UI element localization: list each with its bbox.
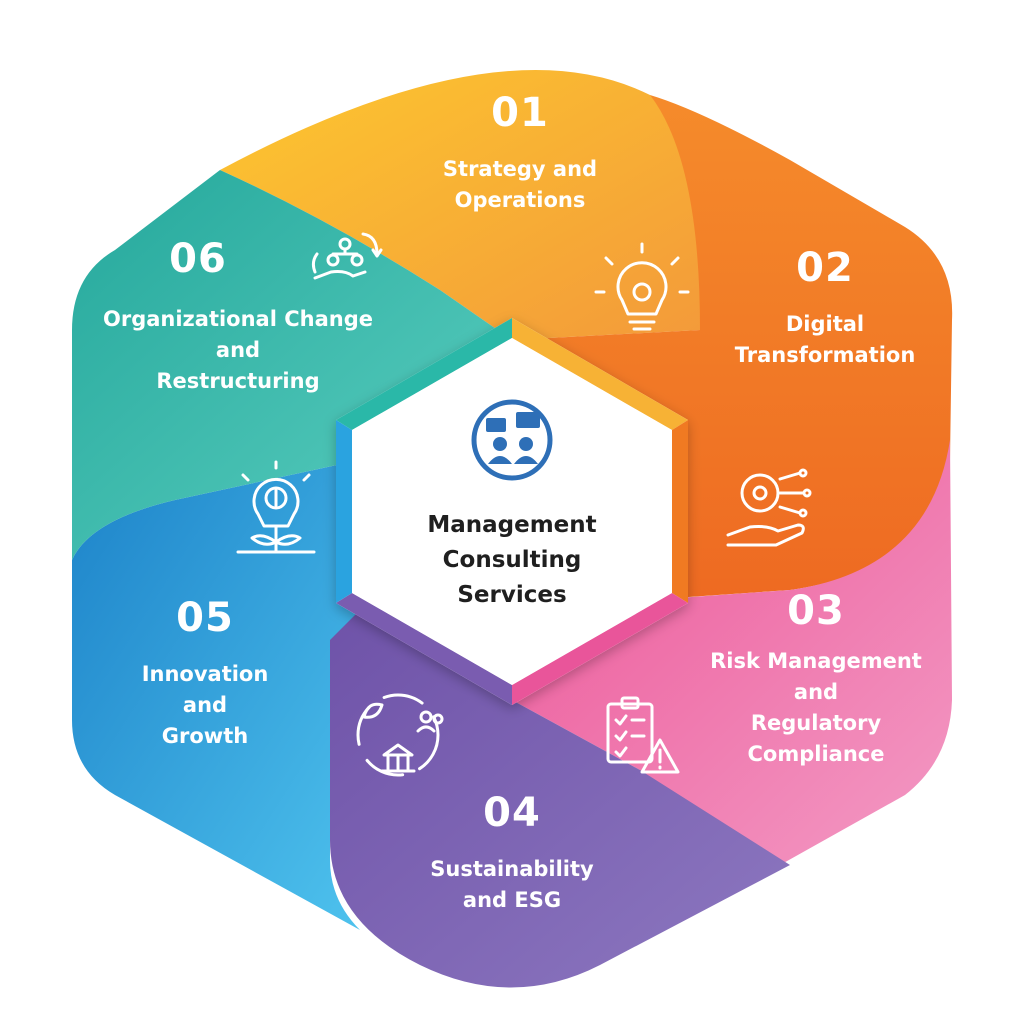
segment-01-shape	[220, 70, 700, 340]
hand-gear-circuit-icon	[726, 468, 812, 547]
segment-01-label-line-2: Operations	[454, 188, 586, 212]
segment-03-label-line-2: and	[793, 680, 839, 704]
segment-03-shape	[512, 440, 952, 865]
segment-03-label-line-1: Risk Management	[710, 649, 922, 673]
center-title-line-2: Consulting	[442, 547, 582, 573]
segment-02-number: 02	[796, 245, 854, 291]
segment-01: 01 Strategy and Operations	[400, 90, 640, 216]
center-title-line-1: Management	[427, 512, 597, 538]
lightbulb-dollar-plant-icon	[236, 460, 316, 554]
segment-06: 06 Organizational Change and Restructuri…	[78, 236, 398, 397]
segment-05-label-line-3: Growth	[161, 724, 249, 748]
segment-02-label-line-1: Digital	[785, 312, 865, 336]
lightbulb-gear-icon	[594, 242, 690, 331]
segment-04-label-line-1: Sustainability	[430, 857, 594, 881]
segment-06-number: 06	[169, 236, 227, 282]
segment-05-label-line-2: and	[182, 693, 228, 717]
segment-03: 03 Risk Management and Regulatory Compli…	[685, 588, 947, 770]
segment-02-shape	[512, 95, 953, 600]
org-chart-hand-icon	[311, 232, 383, 280]
segment-shapes	[72, 70, 953, 988]
segment-01-number: 01	[491, 90, 549, 136]
segment-02: 02 Digital Transformation	[700, 245, 950, 371]
segment-04-shape	[330, 600, 790, 988]
segment-01-label-line-1: Strategy and	[442, 157, 598, 181]
segment-06-shape	[72, 170, 512, 560]
segment-05-label-line-1: Innovation	[141, 662, 269, 686]
segment-06-label-line-3: Restructuring	[156, 369, 320, 393]
center-title-line-3: Services	[457, 582, 567, 608]
segment-06-label-line-2: and	[215, 338, 261, 362]
segment-06-label-line-1: Organizational Change	[102, 307, 373, 331]
segment-05-number: 05	[176, 595, 234, 641]
segment-05: 05 Innovation and Growth	[100, 595, 310, 752]
clipboard-warning-icon	[606, 696, 680, 774]
center-hexagon	[336, 318, 688, 705]
segment-04: 04 Sustainability and ESG	[392, 790, 632, 916]
leaf-building-people-icon	[356, 693, 444, 777]
consulting-meeting-icon	[471, 399, 553, 481]
segment-05-shape	[72, 460, 370, 930]
segment-03-label-line-3: Regulatory	[750, 711, 882, 735]
center-title: Management Consulting Services	[380, 508, 644, 613]
segment-03-label-line-4: Compliance	[747, 742, 885, 766]
segment-02-label-line-2: Transformation	[734, 343, 916, 367]
segment-04-number: 04	[483, 790, 541, 836]
segment-03-number: 03	[787, 588, 845, 634]
segment-04-label-line-2: and ESG	[462, 888, 562, 912]
